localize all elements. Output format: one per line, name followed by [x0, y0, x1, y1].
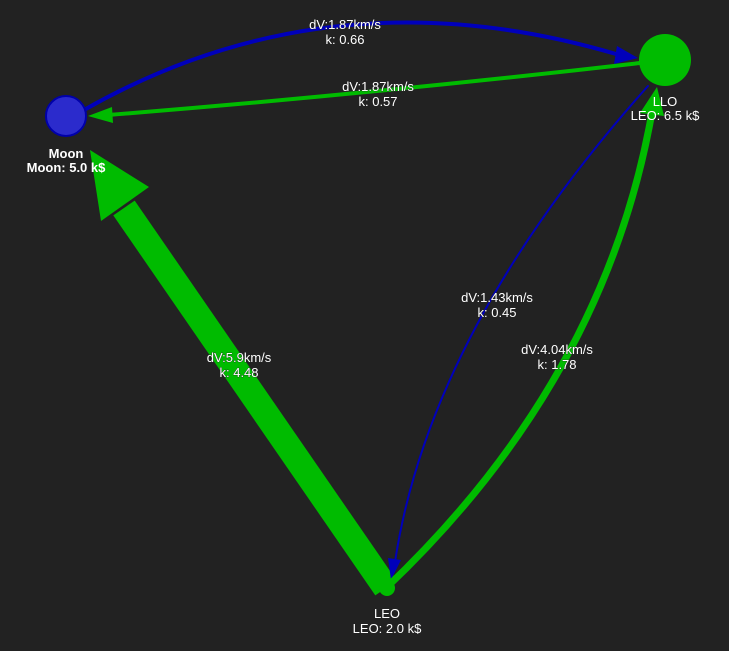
node-leo-name: LEO — [374, 606, 400, 621]
node-leo-label: LEO LEO: 2.0 k$ — [353, 606, 422, 636]
edge-llo-to-moon-line[interactable] — [106, 61, 642, 117]
edge-leo-to-llo-k-label: k: 1.78 — [537, 357, 576, 372]
edge-llo-to-leo-line[interactable] — [394, 85, 649, 563]
edge-leo-to-llo[interactable] — [382, 87, 664, 592]
edge-leo-to-llo-label: dV:4.04km/s k: 1.78 — [521, 342, 594, 373]
edge-llo-to-moon[interactable] — [88, 61, 642, 123]
edge-moon-to-llo-arrowhead — [614, 46, 638, 64]
edge-llo-to-moon-dv-label: dV:1.87km/s — [342, 79, 414, 94]
edge-moon-to-llo-line[interactable] — [82, 20, 618, 112]
edge-moon-to-llo-k-label: k: 0.66 — [325, 32, 364, 47]
edge-leo-to-moon-dv-label: dV:5.9km/s — [207, 350, 272, 365]
edge-leo-to-llo-line[interactable] — [382, 108, 656, 592]
nodes-layer — [45, 34, 691, 596]
edge-leo-to-moon-k-label: k: 4.48 — [219, 365, 258, 380]
node-moon-detail: Moon: 5.0 k$ — [27, 160, 107, 175]
node-llo-detail: LEO: 6.5 k$ — [631, 108, 700, 123]
edge-llo-to-leo-k-label: k: 0.45 — [477, 305, 516, 320]
edge-llo-to-leo-label: dV:1.43km/s k: 0.45 — [461, 290, 534, 321]
edge-labels-layer: dV:1.87km/s k: 0.66 dV:1.87km/s k: 0.57 … — [206, 17, 594, 381]
edge-moon-to-llo-label: dV:1.87km/s k: 0.66 — [309, 17, 382, 48]
node-moon-name: Moon — [49, 146, 84, 161]
edge-moon-to-llo-dv-label: dV:1.87km/s — [309, 17, 381, 32]
node-llo[interactable] — [639, 34, 691, 86]
node-llo-label: LLO LEO: 6.5 k$ — [631, 94, 700, 123]
edge-leo-to-moon-line[interactable] — [113, 200, 397, 596]
edge-llo-to-leo[interactable] — [388, 85, 649, 580]
node-moon[interactable] — [45, 95, 87, 137]
edges-layer — [82, 20, 664, 596]
edge-leo-to-moon[interactable] — [90, 150, 397, 596]
edge-leo-to-llo-arrowhead — [640, 87, 664, 116]
edge-llo-to-moon-arrowhead — [88, 107, 113, 123]
edge-moon-to-llo[interactable] — [82, 20, 638, 112]
node-labels-layer: Moon Moon: 5.0 k$ LLO LEO: 6.5 k$ LEO LE… — [27, 94, 700, 636]
node-moon-label: Moon Moon: 5.0 k$ — [27, 146, 107, 175]
node-leo-detail: LEO: 2.0 k$ — [353, 621, 422, 636]
edge-llo-to-leo-dv-label: dV:1.43km/s — [461, 290, 533, 305]
edge-leo-to-moon-label: dV:5.9km/s k: 4.48 — [206, 350, 272, 381]
node-leo[interactable] — [379, 580, 395, 596]
edge-leo-to-moon-arrowhead — [90, 150, 149, 221]
node-llo-name: LLO — [653, 94, 678, 109]
edge-llo-to-leo-arrowhead — [388, 558, 401, 580]
edge-llo-to-moon-k-label: k: 0.57 — [358, 94, 397, 109]
edge-leo-to-llo-dv-label: dV:4.04km/s — [521, 342, 593, 357]
edge-llo-to-moon-label: dV:1.87km/s k: 0.57 — [342, 79, 415, 110]
